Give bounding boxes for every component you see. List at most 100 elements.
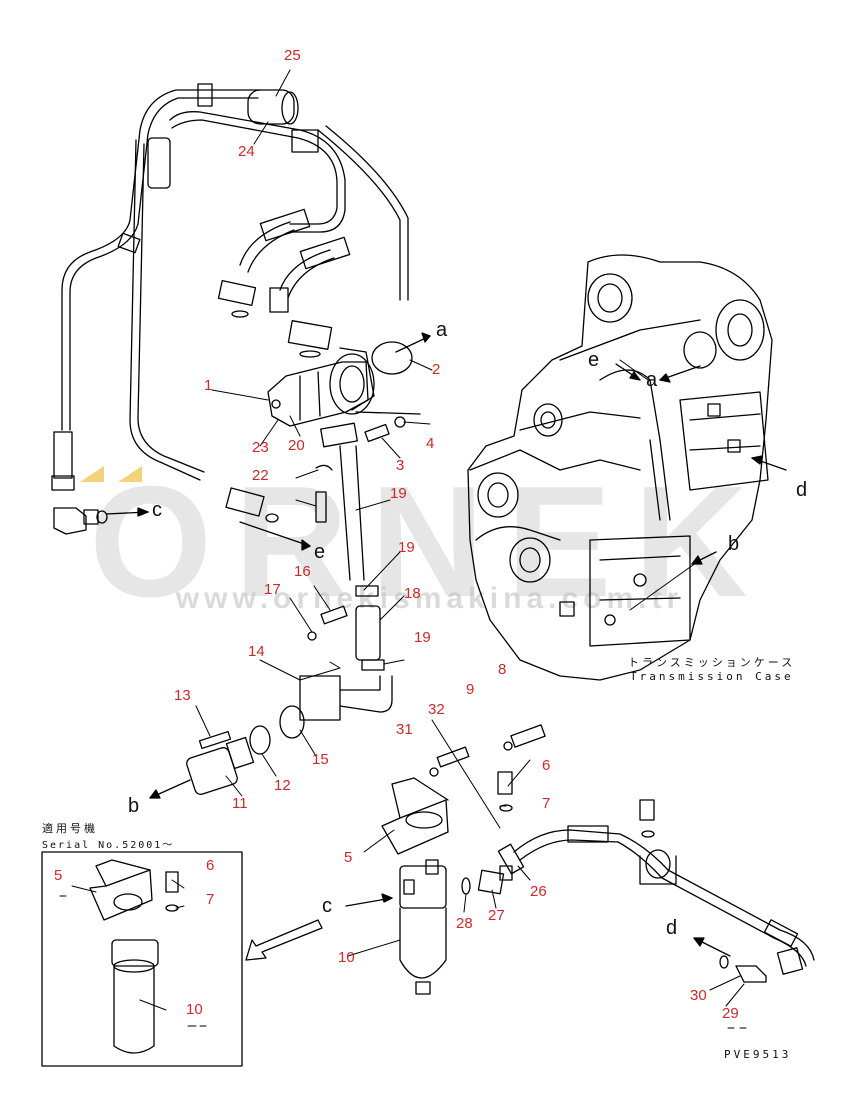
clamp-bracket <box>639 799 677 885</box>
label-5: 5 <box>344 849 353 866</box>
label-21: 20 <box>288 437 305 454</box>
washer-31 <box>429 767 439 777</box>
bolt-22 <box>315 491 327 523</box>
label-28: 28 <box>456 915 473 932</box>
label-22: 22 <box>252 467 269 484</box>
conn-e-fitting: e <box>314 541 326 563</box>
pump-1 <box>267 347 421 427</box>
pin-13 <box>198 730 232 750</box>
label-2: 2 <box>432 361 441 378</box>
serial-en: Serial No.52001〜 <box>42 840 175 851</box>
connection-arrows <box>105 332 787 957</box>
label-17: 17 <box>264 581 281 598</box>
bolt-16 <box>320 605 348 625</box>
label-15: 15 <box>312 751 329 768</box>
bolt-32 <box>436 746 470 768</box>
elbow-27 <box>477 865 513 895</box>
washer-17 <box>307 631 317 641</box>
o-ring-12 <box>249 725 271 755</box>
conn-a-case: a <box>646 369 658 391</box>
conn-c-filter: c <box>322 895 332 917</box>
o-ring-28 <box>461 877 471 895</box>
filter-11 <box>186 736 255 795</box>
label-14: 14 <box>248 643 265 660</box>
conn-e-case: e <box>588 349 600 371</box>
hose-outer <box>51 83 261 491</box>
label-23: 23 <box>252 439 269 456</box>
label-27: 27 <box>488 907 505 924</box>
serial-box <box>41 851 243 1067</box>
label-29: 29 <box>722 1005 739 1022</box>
label-32: 32 <box>428 701 445 718</box>
label-26: 26 <box>530 883 547 900</box>
transmission-case-en: Transmission Case <box>630 670 794 683</box>
watermark-accent <box>80 466 142 482</box>
label-30: 30 <box>690 987 707 1004</box>
hose-26 <box>497 825 815 975</box>
label-5-inset: 5 <box>54 867 63 884</box>
label-6: 6 <box>542 757 551 774</box>
conn-d-hose: d <box>666 917 678 939</box>
label-10: 10 <box>338 949 355 966</box>
clip-23 <box>315 464 333 471</box>
fitting-c <box>53 507 108 535</box>
label-19-top: 19 <box>398 539 415 556</box>
bracket-5 <box>381 777 449 855</box>
leader-lines <box>71 69 745 1011</box>
fitting-e <box>225 487 279 523</box>
label-25: 25 <box>284 47 301 64</box>
pipe-20 <box>320 422 365 581</box>
label-9: 9 <box>466 681 475 698</box>
transmission-case <box>467 254 773 681</box>
o-ring-30 <box>719 955 729 969</box>
label-7: 7 <box>542 795 551 812</box>
label-11: 11 <box>232 795 248 812</box>
conn-c-left: c <box>152 499 162 521</box>
label-4: 4 <box>426 435 435 452</box>
watermark-url: www.ornekismakina.com.tr <box>175 582 684 615</box>
drawing-code: PVE9513 <box>724 1048 792 1061</box>
bolt-8 <box>510 724 546 748</box>
big-arrow <box>245 919 323 961</box>
washer-7a <box>499 804 513 812</box>
hose-18 <box>355 585 385 671</box>
label-12: 12 <box>274 777 291 794</box>
bolt-3 <box>364 423 390 443</box>
label-16: 16 <box>294 563 311 580</box>
bolt-6-inset <box>165 871 179 893</box>
label-1: 1 <box>204 377 213 394</box>
label-24: 24 <box>238 143 255 160</box>
bracket-5-inset <box>89 859 153 921</box>
label-3: 3 <box>396 457 405 474</box>
elbow-14 <box>299 675 393 721</box>
bolt-6a <box>497 771 513 795</box>
serial-jp: 適用号機 <box>42 822 98 835</box>
label-8: 8 <box>498 661 507 678</box>
part-25-fitting <box>247 89 299 125</box>
label-13: 13 <box>174 687 191 704</box>
label-10-inset: 10 <box>186 1001 203 1018</box>
label-18: 18 <box>404 585 421 602</box>
washer-9 <box>503 741 513 751</box>
elbow-29 <box>735 965 767 983</box>
hose-bends <box>217 208 351 358</box>
o-ring-2 <box>371 341 413 375</box>
conn-b-filter: b <box>128 795 140 817</box>
label-6-inset: 6 <box>206 857 215 874</box>
label-20: 19 <box>390 485 407 502</box>
hose-inner <box>129 111 409 481</box>
filter-10 <box>399 859 447 995</box>
watermark-brand: ORNEK <box>89 454 770 630</box>
conn-d-case: d <box>796 479 808 501</box>
label-7-inset: 7 <box>206 891 215 908</box>
dash-marks <box>59 895 747 1029</box>
conn-a-pump: a <box>436 319 448 341</box>
conn-b-case: b <box>728 533 740 555</box>
label-19-bottom: 19 <box>414 629 431 646</box>
transmission-case-jp: トランスミッションケース <box>628 656 796 669</box>
label-31: 31 <box>396 721 413 738</box>
o-ring-15 <box>279 705 305 739</box>
filter-10-inset <box>111 939 159 1054</box>
